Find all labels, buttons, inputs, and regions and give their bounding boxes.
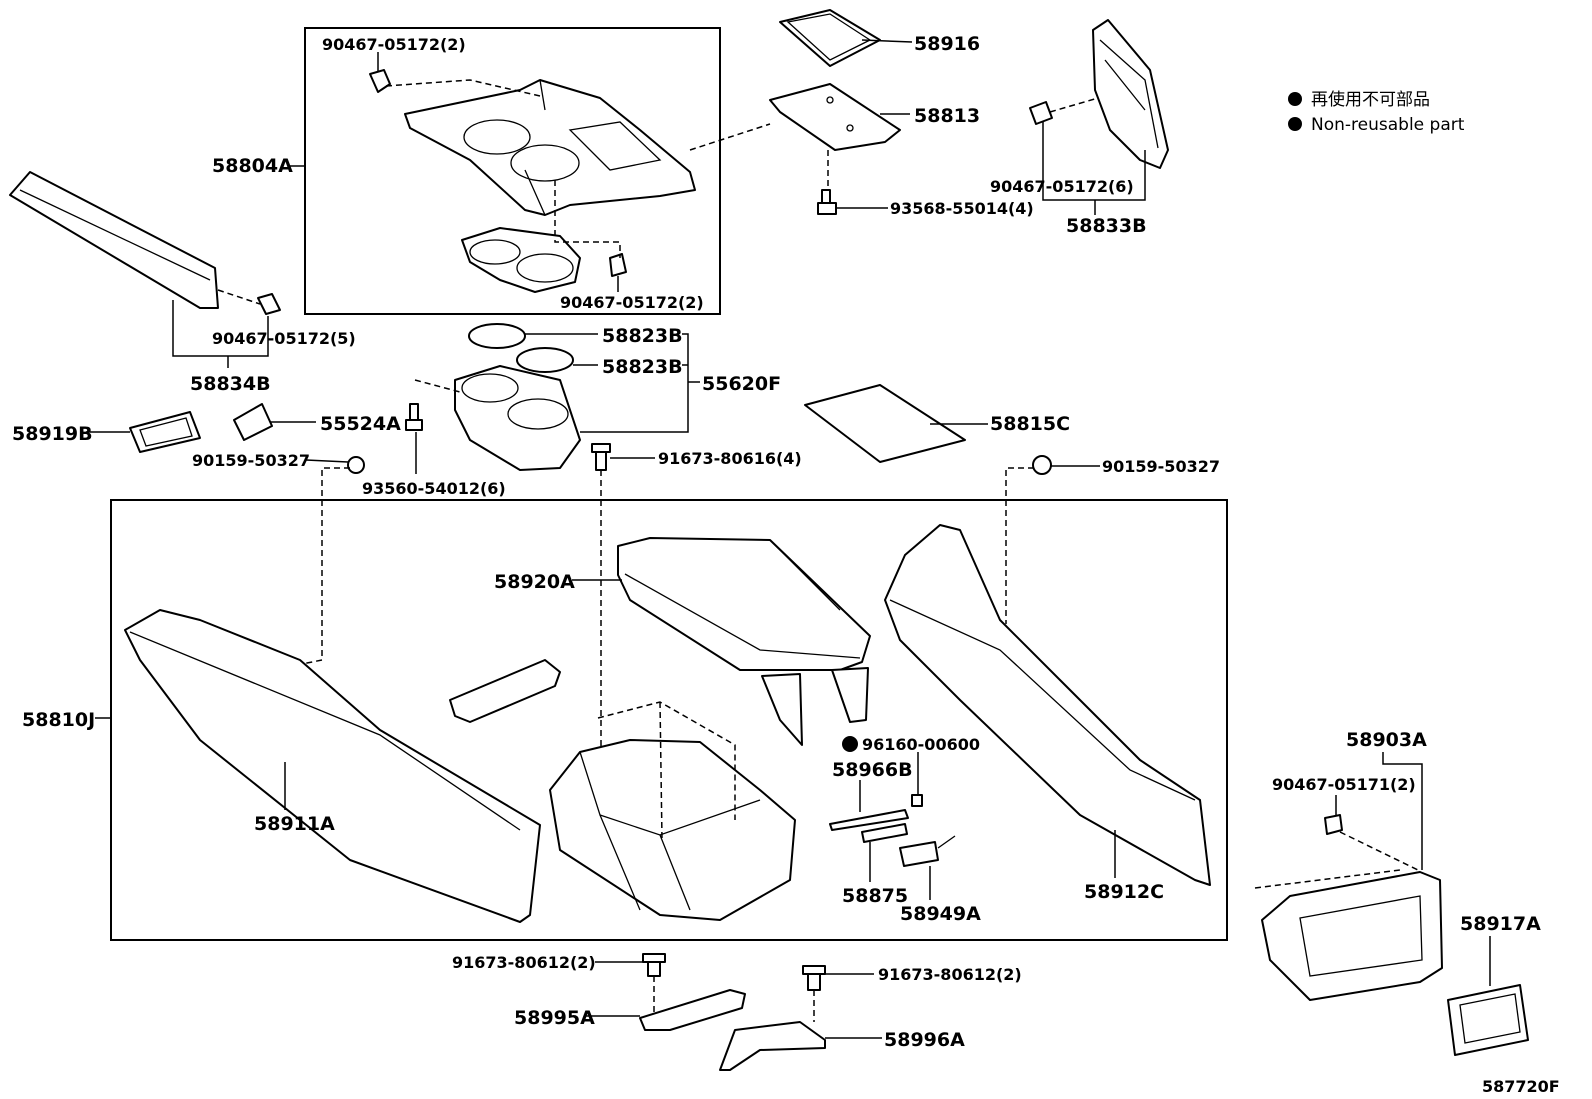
non-reusable-marker-icon: [842, 736, 858, 752]
part-bracket-58996A[interactable]: [719, 1021, 826, 1071]
diagram-reference-code: 587720F: [1482, 1077, 1560, 1096]
label-58823B-upper: 58823B: [602, 325, 683, 347]
part-side-trim-58833B[interactable]: [1092, 19, 1169, 169]
part-cup-ring-58823B-lower[interactable]: [516, 347, 574, 373]
label-55524A: 55524A: [320, 413, 401, 435]
part-armrest-58920A[interactable]: [617, 537, 871, 746]
label-58966B: 58966B: [832, 759, 913, 781]
label-90467-05171-2: 90467-05171(2): [1272, 775, 1416, 794]
screw-icon: [817, 189, 837, 215]
legend-item-english: Non-reusable part: [1311, 115, 1465, 135]
label-93560-54012-6: 93560-54012(6): [362, 479, 506, 498]
label-91673-80616-4: 91673-80616(4): [658, 449, 802, 468]
label-90467-05172-2-top: 90467-05172(2): [322, 35, 466, 54]
part-console-box[interactable]: [549, 739, 796, 921]
label-58815C: 58815C: [990, 413, 1070, 435]
part-bezel-58903A[interactable]: [1261, 871, 1443, 1001]
part-bracket-58813[interactable]: [769, 83, 901, 151]
label-58823B-lower: 58823B: [602, 356, 683, 378]
label-58916: 58916: [914, 33, 980, 55]
clip-icon: [1324, 814, 1343, 835]
label-90159-50327-right: 90159-50327: [1102, 457, 1220, 476]
screw-icon: [642, 953, 826, 991]
part-side-panel-58911A[interactable]: [124, 609, 541, 923]
part-pad-58916[interactable]: [779, 9, 881, 67]
label-58911A: 58911A: [254, 813, 335, 835]
part-mat-58815C[interactable]: [804, 384, 966, 463]
label-58919B: 58919B: [12, 423, 93, 445]
label-58920A: 58920A: [494, 571, 575, 593]
label-58813: 58813: [914, 105, 980, 127]
part-bracket-58995A[interactable]: [639, 989, 746, 1031]
part-side-panel-58912C[interactable]: [884, 524, 1211, 886]
legend: 再使用不可部品 Non-reusable part: [1288, 89, 1465, 135]
label-55620F: 55620F: [702, 373, 781, 395]
label-96160-00600: 96160-00600: [862, 735, 980, 754]
part-side-trim-58834B[interactable]: [9, 171, 219, 309]
part-cup-holder-55620F[interactable]: [454, 365, 581, 471]
label-58875: 58875: [842, 885, 908, 907]
label-90467-05172-2-bottom: 90467-05172(2): [560, 293, 704, 312]
label-58912C: 58912C: [1084, 881, 1164, 903]
part-spring-58949A[interactable]: [899, 835, 956, 867]
label-58804A: 58804A: [212, 155, 293, 177]
non-reusable-marker-icon: [1288, 92, 1302, 106]
clip-icon: [257, 293, 281, 315]
part-duct[interactable]: [449, 659, 561, 723]
part-switch-58919B[interactable]: [129, 411, 201, 453]
label-90159-50327-left: 90159-50327: [192, 451, 310, 470]
part-upper-panel-58804A[interactable]: [404, 79, 696, 216]
non-reusable-marker-icon: [1288, 117, 1302, 131]
label-91673-80612-2-right: 91673-80612(2): [878, 965, 1022, 984]
label-58834B: 58834B: [190, 373, 271, 395]
label-58949A: 58949A: [900, 903, 981, 925]
label-58917A: 58917A: [1460, 913, 1541, 935]
legend-item-japanese: 再使用不可部品: [1311, 89, 1430, 110]
leader-lines: [86, 39, 1491, 1039]
clip-icon: [369, 69, 627, 277]
part-connector-55524A[interactable]: [233, 403, 273, 441]
part-labels: 58804A 90467-05172(2) 90467-05172(2) 589…: [12, 33, 1560, 1096]
part-cover-58917A[interactable]: [1447, 984, 1529, 1056]
label-58833B: 58833B: [1066, 215, 1147, 237]
label-93568-55014-4: 93568-55014(4): [890, 199, 1034, 218]
screw-icon: [1032, 455, 1052, 475]
part-cup-ring-58823B-upper[interactable]: [468, 323, 526, 349]
label-91673-80612-2-left: 91673-80612(2): [452, 953, 596, 972]
label-58810J: 58810J: [22, 709, 95, 731]
clip-icon: [1029, 101, 1053, 125]
console-assembly-group-box: [110, 499, 1228, 941]
label-58996A: 58996A: [884, 1029, 965, 1051]
part-cup-ring-lower[interactable]: [461, 227, 581, 293]
upper-panel-group-box: [304, 27, 721, 315]
non-reusable-clip-icon: [911, 794, 923, 807]
screw-icon: [347, 403, 611, 474]
part-rod-58966B[interactable]: [829, 809, 909, 831]
label-90467-05172-5: 90467-05172(5): [212, 329, 356, 348]
part-latch-58875[interactable]: [861, 823, 908, 843]
label-58995A: 58995A: [514, 1007, 595, 1029]
label-90467-05172-6: 90467-05172(6): [990, 177, 1134, 196]
label-58903A: 58903A: [1346, 729, 1427, 751]
